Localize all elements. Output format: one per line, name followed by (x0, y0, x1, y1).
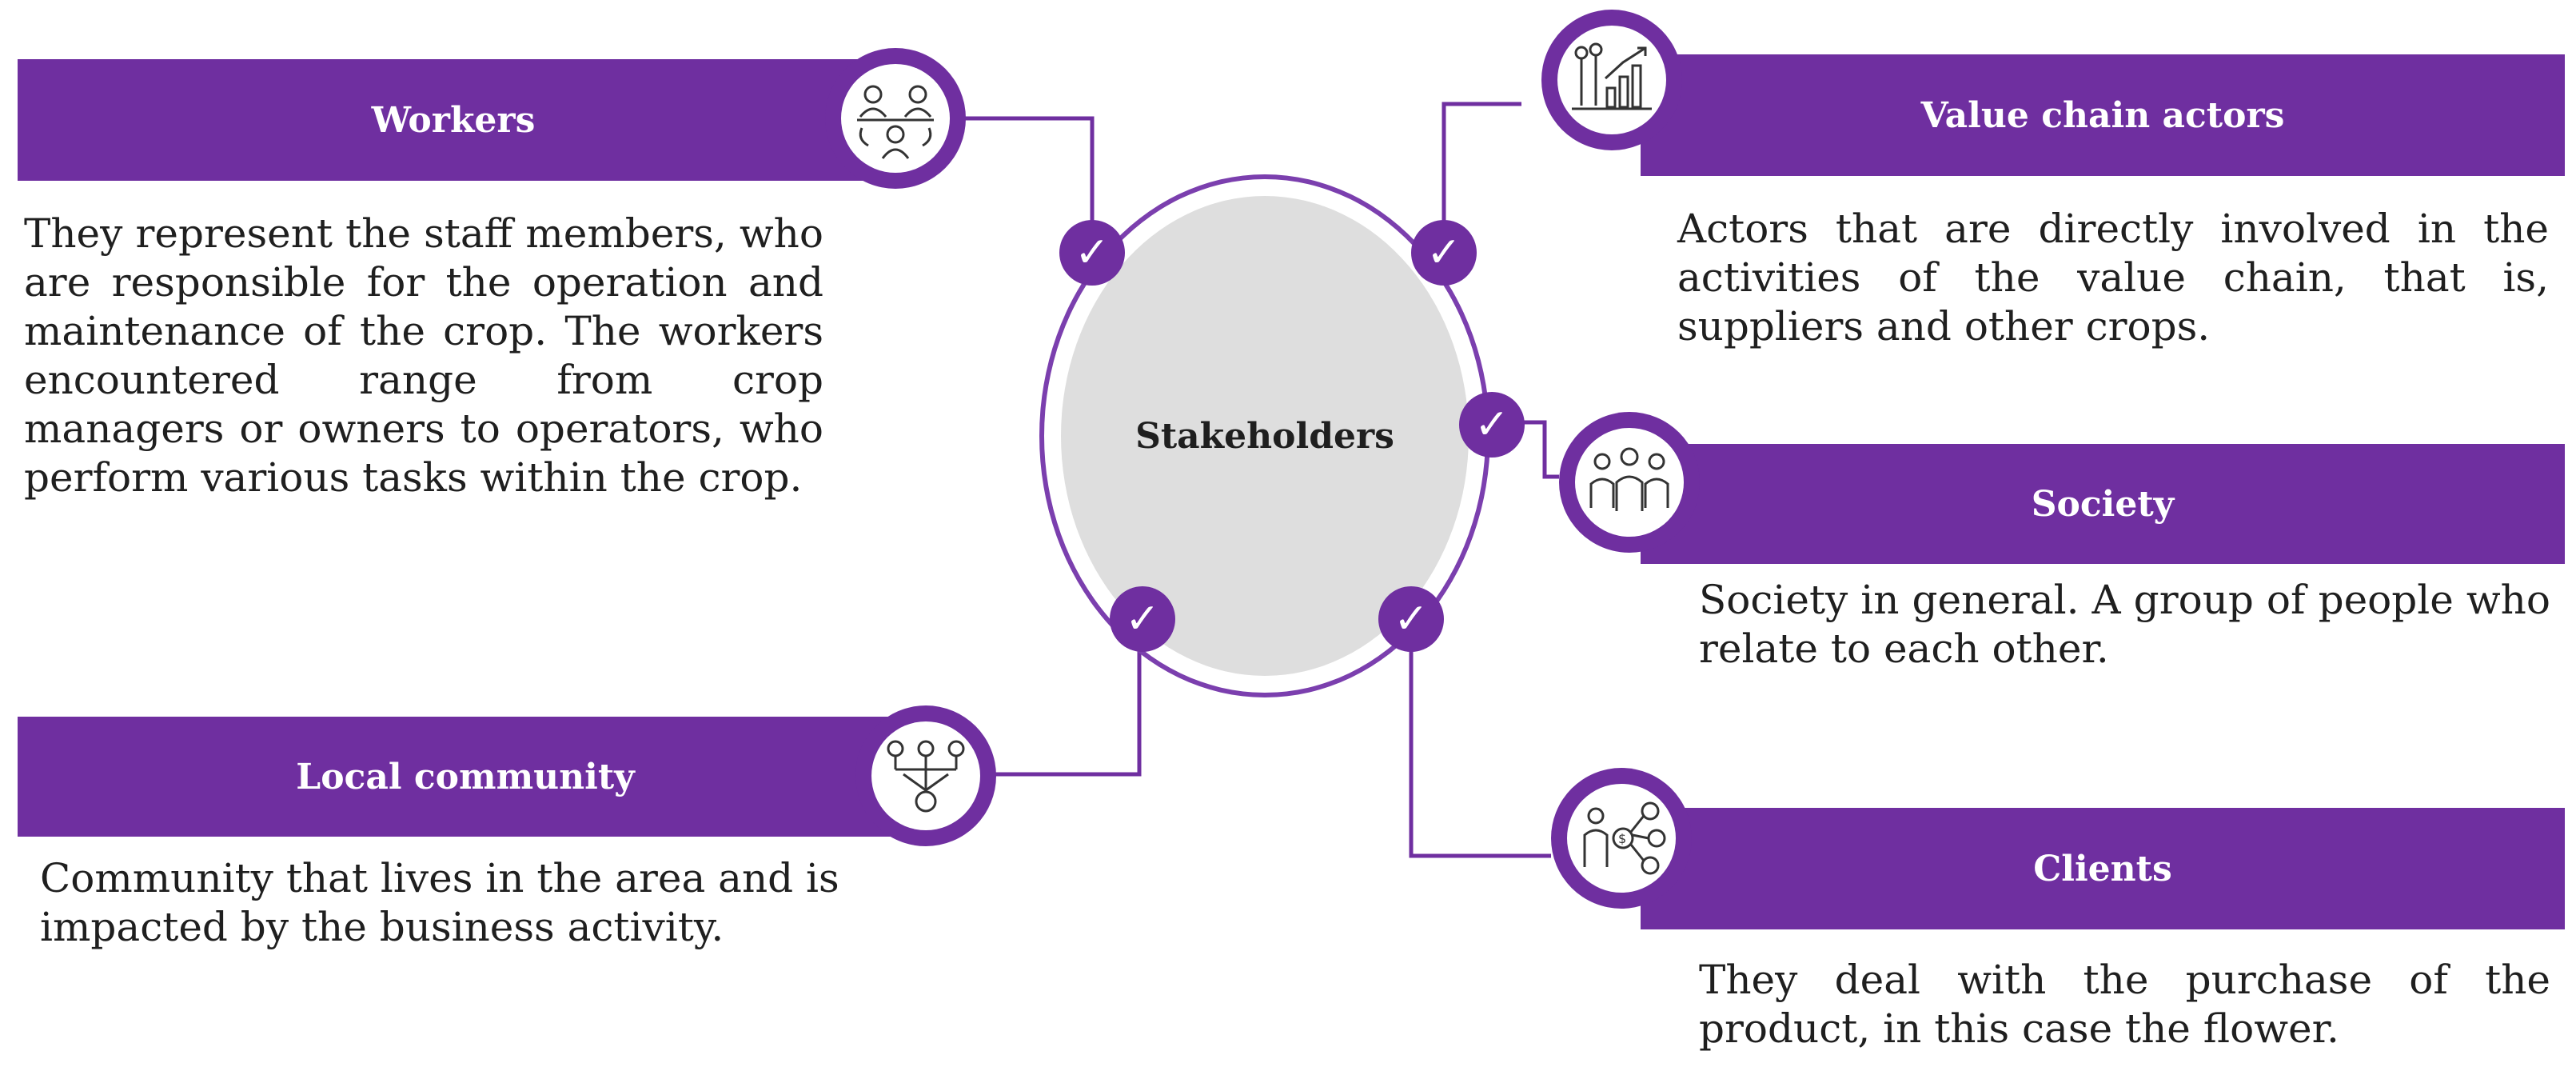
checkmark-icon: ✓ (1459, 392, 1525, 458)
stakeholder-description: Actors that are directly involved in the… (1677, 206, 2549, 350)
connector-local-community (991, 620, 1142, 777)
stakeholder-description: They deal with the purchase of the produ… (1699, 957, 2550, 1052)
checkmark-icon: ✓ (1378, 586, 1444, 652)
stakeholder-title-bar-clients: Clients (1641, 808, 2565, 929)
stakeholder-title-bar-workers: Workers (18, 59, 889, 181)
connector-clients (1409, 620, 1551, 858)
stakeholder-title: Value chain actors (1920, 94, 2285, 136)
workers-icon-badge (825, 48, 966, 189)
stakeholder-title-bar-value-chain-actors: Value chain actors (1641, 54, 2565, 176)
value-chain-icon-badge (1541, 10, 1682, 150)
people-group-icon (1589, 447, 1669, 511)
stakeholder-title: Society (2031, 483, 2175, 525)
local-community-icon-badge (855, 705, 996, 846)
stakeholder-title: Local community (296, 756, 635, 797)
stakeholder-description: Community that lives in the area and is … (40, 855, 839, 950)
connector-workers (959, 116, 1095, 248)
checkmark-icon: ✓ (1110, 586, 1175, 652)
society-icon-badge (1559, 412, 1700, 553)
checkmark-icon: ✓ (1059, 220, 1125, 286)
stakeholder-description: They represent the staff members, who ar… (24, 210, 823, 501)
checkmark-icon: ✓ (1411, 220, 1477, 286)
clients-icon-badge: $ (1551, 768, 1692, 909)
stakeholder-title: Workers (371, 99, 536, 141)
client-network-icon: $ (1583, 801, 1666, 875)
hub-label: Stakeholders (1135, 415, 1394, 457)
connector-value-chain (1442, 102, 1521, 248)
stakeholder-title-bar-society: Society (1641, 444, 2565, 564)
growth-chart-people-icon (1572, 42, 1652, 110)
community-network-icon (887, 740, 965, 813)
team-meeting-icon (857, 85, 934, 159)
stakeholder-title: Clients (2033, 848, 2172, 889)
stakeholder-description: Society in general. A group of people wh… (1699, 577, 2550, 672)
stakeholder-title-bar-local-community: Local community (18, 717, 913, 837)
svg-text:$: $ (1618, 831, 1626, 846)
